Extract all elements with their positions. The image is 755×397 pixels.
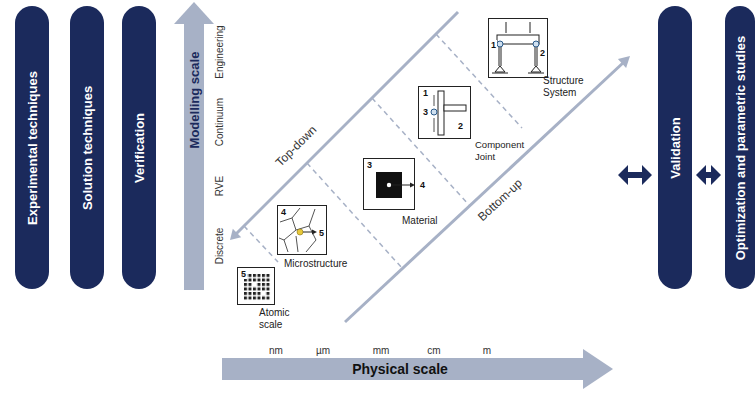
grain-boundary bbox=[306, 226, 316, 252]
pill-label: Verification bbox=[132, 112, 147, 182]
scale-arrow-shaft bbox=[184, 22, 204, 290]
direction-label: Top-down bbox=[273, 123, 320, 170]
pill-label: Validation bbox=[668, 117, 683, 178]
grain-boundary bbox=[296, 209, 315, 230]
direction-label: Bottom-up bbox=[475, 176, 525, 224]
callout-number: 2 bbox=[457, 121, 464, 131]
scale-arrow-head bbox=[583, 349, 613, 389]
scale-box: 45Microstructure bbox=[277, 205, 327, 255]
plate bbox=[438, 91, 444, 135]
load-line bbox=[434, 118, 435, 132]
scale-box: 5Atomic scale bbox=[237, 267, 275, 305]
frame-icon bbox=[492, 22, 544, 73]
callout-number: 3 bbox=[366, 160, 373, 170]
callout-number: 3 bbox=[422, 107, 429, 117]
dashed-link bbox=[244, 226, 278, 262]
scale-label: Engineering bbox=[214, 25, 225, 78]
scale-label: Discrete bbox=[214, 228, 225, 265]
process-pill: Validation bbox=[658, 6, 692, 289]
scale-box: 132Component Joint bbox=[418, 86, 471, 139]
joint-marker bbox=[497, 41, 503, 47]
scale-box: 12Structure System bbox=[488, 18, 548, 78]
top-down-arrow bbox=[236, 12, 458, 234]
callout-number: 4 bbox=[280, 207, 287, 217]
arrow-head bbox=[711, 165, 721, 185]
scale-caption: Material bbox=[402, 215, 438, 227]
pill-label: Solution techniques bbox=[80, 85, 95, 209]
axis-title: Modelling scale bbox=[187, 52, 202, 149]
callout-number: 1 bbox=[422, 88, 429, 98]
grain-boundary bbox=[279, 218, 296, 240]
grain-boundary bbox=[296, 236, 298, 252]
grain-boundary bbox=[280, 208, 300, 222]
arrow-head bbox=[696, 165, 706, 185]
scale-arrow-shaft bbox=[222, 358, 584, 380]
scale-caption: Structure System bbox=[543, 75, 601, 99]
callout-number: 5 bbox=[240, 269, 247, 279]
arrow-head bbox=[618, 56, 630, 68]
dashed-link bbox=[372, 98, 469, 205]
callout-number: 4 bbox=[419, 180, 426, 190]
axis-title: Physical scale bbox=[352, 361, 448, 377]
joint-icon bbox=[431, 91, 466, 135]
pill-label: Optimization and parametric studies bbox=[733, 35, 748, 260]
double-arrow bbox=[618, 165, 652, 185]
support bbox=[531, 66, 541, 72]
scale-caption: Atomic scale bbox=[259, 307, 303, 331]
dashed-link bbox=[307, 163, 402, 268]
grain-icon bbox=[279, 208, 316, 252]
double-arrow bbox=[696, 165, 721, 185]
scale-label: Continuum bbox=[214, 98, 225, 146]
pill-label: Experimental techniques bbox=[25, 71, 40, 225]
scale-label: m bbox=[483, 345, 491, 356]
ground bbox=[528, 73, 544, 74]
grain-boundary bbox=[284, 240, 288, 252]
support bbox=[495, 66, 505, 72]
scale-label: RVE bbox=[214, 176, 225, 196]
ground bbox=[492, 73, 508, 74]
member bbox=[444, 105, 466, 111]
scale-label: cm bbox=[427, 345, 440, 356]
zoom-arrow bbox=[392, 185, 410, 186]
load-line bbox=[434, 95, 435, 106]
process-pill: Optimization and parametric studies bbox=[725, 6, 755, 289]
callout-number: 5 bbox=[318, 228, 325, 238]
scale-label: mm bbox=[373, 345, 390, 356]
material-point bbox=[387, 183, 391, 187]
bottom-up-arrow bbox=[345, 62, 624, 322]
arrow-shaft bbox=[706, 172, 711, 178]
atom-grid bbox=[244, 274, 271, 301]
scale-label: nm bbox=[269, 345, 283, 356]
callout-number: 2 bbox=[539, 48, 546, 58]
scale-arrow-head bbox=[174, 2, 214, 24]
scale-label: µm bbox=[316, 345, 330, 356]
process-pill: Verification bbox=[122, 6, 156, 289]
joint-marker bbox=[533, 41, 539, 47]
atom-lattice-icon bbox=[244, 274, 271, 301]
bolt bbox=[431, 109, 437, 115]
scale-caption: Component Joint bbox=[475, 139, 537, 163]
process-pill: Solution techniques bbox=[70, 6, 104, 289]
process-pill: Experimental techniques bbox=[15, 6, 49, 289]
arrow-head bbox=[312, 230, 317, 235]
load-arrow bbox=[506, 22, 507, 33]
vacancy bbox=[262, 292, 266, 296]
vacancy bbox=[253, 283, 257, 287]
arrow-head bbox=[230, 229, 241, 240]
load-arrow bbox=[530, 22, 531, 33]
zoom-arrow bbox=[303, 232, 313, 233]
callout-number: 1 bbox=[490, 40, 497, 50]
scale-box: 34Material bbox=[363, 158, 415, 210]
beam bbox=[497, 35, 539, 44]
dashed-link bbox=[436, 34, 522, 128]
grain-marker bbox=[297, 229, 303, 235]
scale-caption: Microstructure bbox=[284, 258, 347, 270]
